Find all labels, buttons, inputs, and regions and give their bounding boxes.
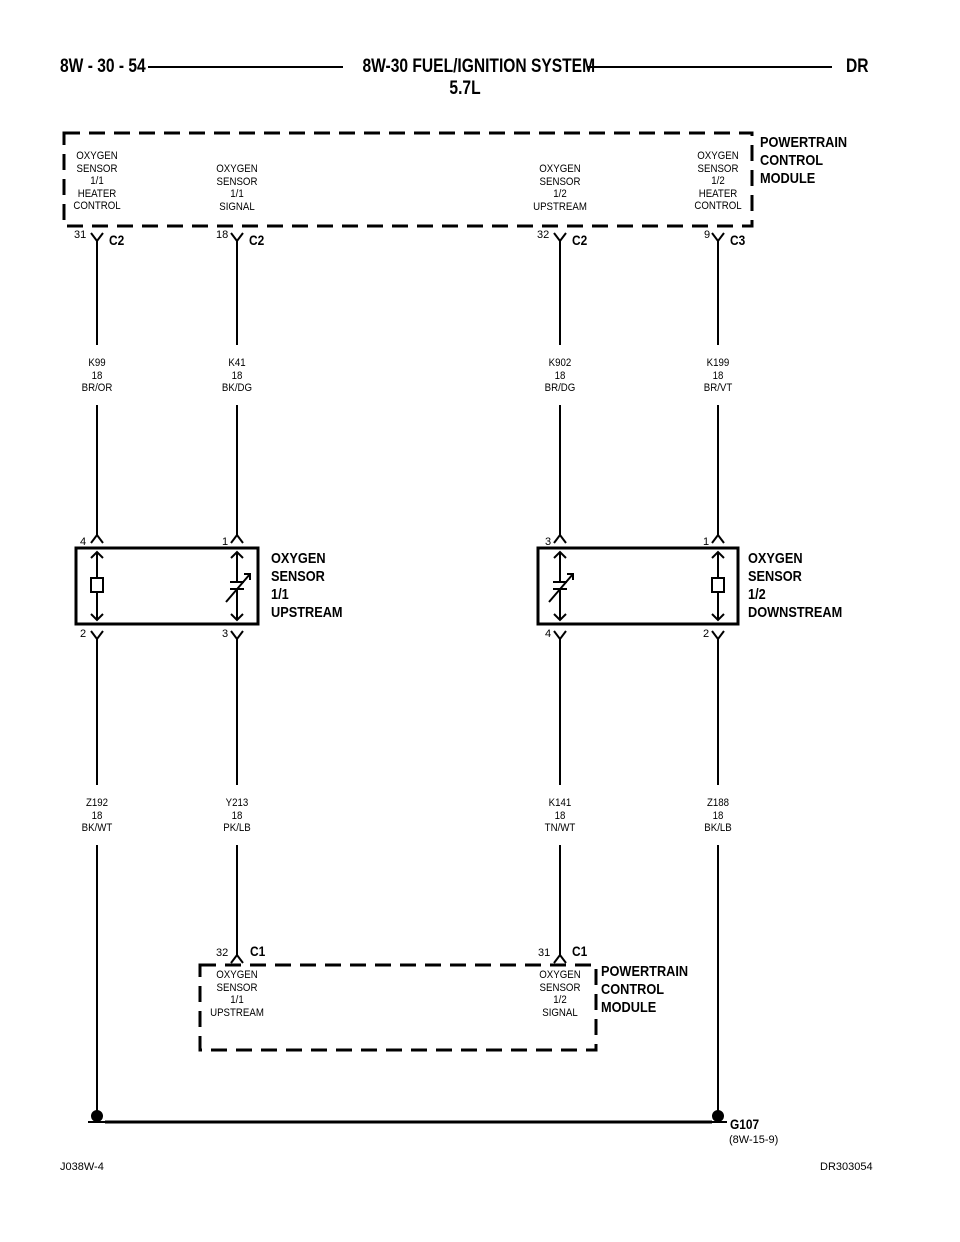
pcm-top-terminal-4-label: OXYGEN SENSOR 1/2 HEATER CONTROL bbox=[694, 150, 742, 212]
pcm-top-box bbox=[62, 131, 754, 228]
pcm-bottom-box bbox=[198, 963, 598, 1052]
s12-pin-bottom-right: 2 bbox=[703, 628, 710, 640]
s12-sensing-element bbox=[548, 550, 574, 622]
s12-pin4-symbol bbox=[553, 630, 567, 641]
s11-pin-bottom-right: 3 bbox=[222, 628, 229, 640]
pcm-top-pin-3: 32 bbox=[537, 229, 550, 241]
pcm-bottom-terminal-2-label: OXYGEN SENSOR 1/2 SIGNAL bbox=[539, 969, 581, 1019]
page-subtitle: 5.7L bbox=[449, 78, 481, 99]
pcm-c1-32-symbol bbox=[230, 953, 244, 964]
s12-pin1-symbol bbox=[711, 533, 725, 544]
pcm-bottom-terminal-1-label: OXYGEN SENSOR 1/1 UPSTREAM bbox=[210, 969, 264, 1019]
ground-splice-right bbox=[712, 1110, 724, 1122]
ground-splice-left bbox=[91, 1110, 103, 1122]
footer-left-code: J038W-4 bbox=[60, 1161, 104, 1173]
s12-pin3-symbol bbox=[553, 533, 567, 544]
s11-pin-top-left: 4 bbox=[80, 536, 87, 548]
pcm-c1-31-symbol bbox=[553, 953, 567, 964]
pcm-bottom-connector-1: C1 bbox=[250, 943, 266, 959]
sensor-11-name: OXYGEN SENSOR 1/1 UPSTREAM bbox=[271, 550, 343, 621]
s11-pin-bottom-left: 2 bbox=[80, 628, 87, 640]
pcm-top-connector-1: C2 bbox=[109, 232, 125, 248]
pcm-top-connector-4: C3 bbox=[730, 232, 746, 248]
pin-32-symbol bbox=[553, 232, 567, 243]
s12-pin-bottom-left: 4 bbox=[545, 628, 552, 640]
footer-right-code: DR303054 bbox=[820, 1161, 873, 1173]
pcm-top-name: POWERTRAIN CONTROL MODULE bbox=[760, 134, 848, 187]
pcm-top-connector-3: C2 bbox=[572, 232, 588, 248]
model-code: DR bbox=[846, 56, 869, 77]
s11-pin4-symbol bbox=[90, 533, 104, 544]
pcm-bottom-pin-1: 32 bbox=[216, 947, 229, 959]
s11-sensing-element bbox=[225, 550, 251, 622]
sensor-11-box bbox=[74, 546, 260, 626]
pin-9-symbol bbox=[711, 232, 725, 243]
ground-name: G107 bbox=[730, 1116, 760, 1132]
s11-heater-element bbox=[90, 550, 104, 622]
pcm-top-pin-4: 9 bbox=[704, 229, 711, 241]
sensor-12-box bbox=[536, 546, 740, 626]
s11-pin1-symbol bbox=[230, 533, 244, 544]
s12-pin2-symbol bbox=[711, 630, 725, 641]
pcm-top-connector-2: C2 bbox=[249, 232, 265, 248]
pcm-top-pin-1: 31 bbox=[74, 229, 87, 241]
page-title: 8W-30 FUEL/IGNITION SYSTEM bbox=[362, 56, 596, 77]
s12-pin-top-left: 3 bbox=[545, 536, 552, 548]
pcm-bottom-pin-2: 31 bbox=[538, 947, 551, 959]
pcm-top-pin-2: 18 bbox=[216, 229, 229, 241]
s11-pin3-symbol bbox=[230, 630, 244, 641]
s12-heater-element bbox=[711, 550, 725, 622]
pin-18-symbol bbox=[230, 232, 244, 243]
pcm-top-terminal-2-label: OXYGEN SENSOR 1/1 SIGNAL bbox=[216, 163, 258, 213]
s11-pin2-symbol bbox=[90, 630, 104, 641]
ground-reference: (8W-15-9) bbox=[729, 1134, 779, 1146]
pin-31-symbol bbox=[90, 232, 104, 243]
pcm-top-terminal-3-label: OXYGEN SENSOR 1/2 UPSTREAM bbox=[533, 163, 587, 213]
s12-pin-top-right: 1 bbox=[703, 536, 710, 548]
pcm-bottom-connector-2: C1 bbox=[572, 943, 588, 959]
page-number: 8W - 30 - 54 bbox=[60, 56, 146, 77]
sensor-12-name: OXYGEN SENSOR 1/2 DOWNSTREAM bbox=[748, 550, 843, 621]
pcm-top-terminal-1-label: OXYGEN SENSOR 1/1 HEATER CONTROL bbox=[73, 150, 121, 212]
pcm-bottom-name: POWERTRAIN CONTROL MODULE bbox=[601, 963, 689, 1016]
s11-pin-top-right: 1 bbox=[222, 536, 229, 548]
